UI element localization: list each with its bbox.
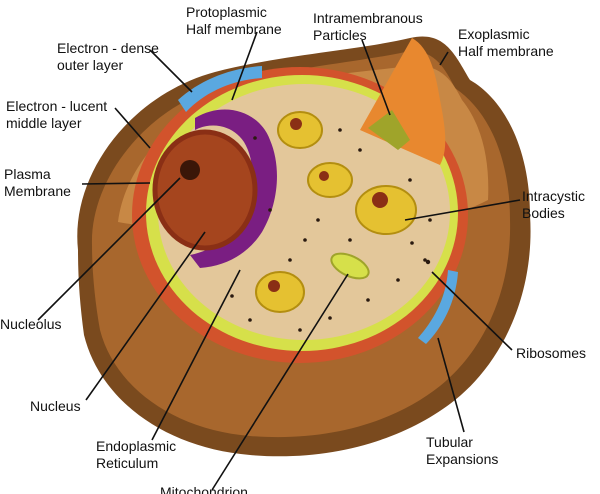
nucleolus-body — [180, 160, 200, 180]
nucleus-body — [155, 132, 255, 248]
endoplasmic-reticulum — [190, 109, 277, 268]
label-intracystic-bodies: Intracystic Bodies — [522, 188, 586, 221]
label-nucleolus: Nucleolus — [0, 316, 62, 332]
intracystic-bodies — [255, 111, 417, 313]
nucleus-rim — [152, 129, 258, 251]
mitochondrion-body — [330, 252, 370, 280]
label-nucleus: Nucleus — [30, 398, 81, 414]
leader-lines — [37, 31, 521, 491]
ribosome-dots — [230, 128, 432, 332]
intramembranous-particles — [368, 110, 410, 150]
label-protoplasmic-half-membrane: Protoplasmic Half membrane — [186, 4, 282, 37]
label-tubular-expansions: Tubular Expansions — [426, 434, 499, 467]
label-mitochondrion: Mitochondrion — [160, 484, 248, 494]
label-plasma-membrane: Plasma Membrane — [4, 166, 71, 199]
label-endoplasmic-reticulum: Endoplasmic Reticulum — [96, 438, 177, 471]
label-ribosomes: Ribosomes — [516, 345, 587, 361]
label-intramembranous-particles: Intramembranous Particles — [313, 10, 423, 43]
label-electron-dense-outer-layer: Electron - dense outer layer — [57, 40, 159, 73]
label-exoplasmic-half-membrane: Exoplasmic Half membrane — [458, 26, 554, 59]
label-electron-lucent-middle-layer: Electron - lucent middle layer — [6, 98, 108, 131]
